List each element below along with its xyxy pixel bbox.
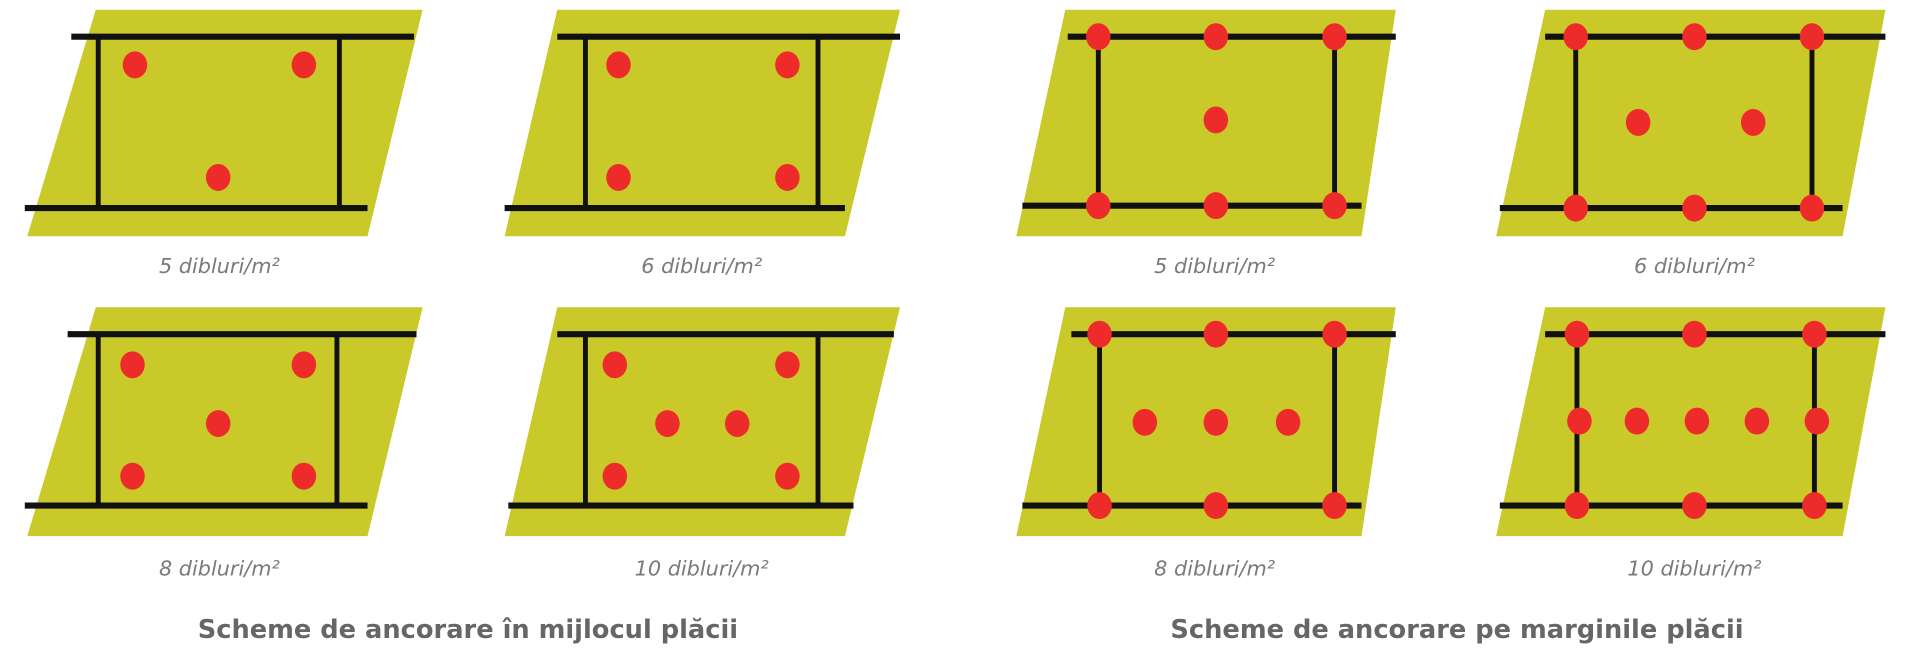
dowel-point (775, 51, 800, 79)
dowel-point (1203, 23, 1229, 51)
dowel-point (1086, 192, 1111, 220)
dowel-point (122, 51, 148, 79)
dowel-point (1682, 320, 1707, 348)
dowel-point (1804, 407, 1830, 435)
dowel-point (291, 51, 317, 79)
dowel-point (205, 164, 231, 191)
anchoring-scheme-5 (1016, 9, 1396, 237)
dowel-point (602, 462, 628, 490)
group-title-edge: Scheme de ancorare pe marginile plăcii (1170, 615, 1743, 645)
dowel-point (775, 462, 800, 490)
dowel-point (1802, 492, 1827, 520)
dowel-point (602, 351, 628, 379)
dowel-point (291, 462, 317, 490)
scheme-label-edge-8: 8 dibluri/m² (1154, 556, 1275, 580)
insulation-board (504, 307, 901, 537)
dowel-point (606, 164, 631, 191)
dowel-point (1682, 23, 1707, 51)
dowel-point (1203, 408, 1229, 436)
dowel-point (1203, 320, 1229, 348)
dowel-point (1802, 320, 1827, 348)
dowel-point (775, 164, 800, 191)
dowel-point (120, 351, 145, 379)
scheme-label-middle-5: 5 dibluri/m² (159, 254, 280, 278)
dowel-point (1203, 106, 1229, 134)
dowel-point (1086, 23, 1111, 51)
anchoring-scheme-3 (24, 307, 423, 537)
dowel-point (1682, 492, 1707, 520)
dowel-point (1799, 23, 1825, 51)
dowel-point (1744, 407, 1770, 435)
group-title-middle: Scheme de ancorare în mijlocul plăcii (198, 615, 738, 645)
dowel-point (1682, 194, 1707, 222)
scheme-label-edge-10: 10 dibluri/m² (1627, 556, 1761, 580)
dowel-point (1087, 320, 1112, 348)
dowel-point (1564, 492, 1590, 520)
dowel-point (1203, 192, 1229, 220)
dowel-point (1322, 492, 1347, 520)
scheme-label-edge-6: 6 dibluri/m² (1634, 254, 1755, 278)
anchoring-scheme-8 (1496, 307, 1886, 537)
anchoring-scheme-2 (504, 9, 901, 237)
scheme-label-middle-6: 6 dibluri/m² (641, 254, 762, 278)
dowel-point (120, 462, 145, 490)
anchoring-scheme-6 (1496, 9, 1886, 237)
dowel-point (1625, 108, 1651, 136)
dowel-point (1563, 194, 1588, 222)
dowel-point (655, 410, 680, 438)
dowel-point (1740, 108, 1766, 136)
anchoring-scheme-7 (1016, 307, 1396, 537)
insulation-board (504, 9, 901, 237)
dowel-point (1684, 407, 1710, 435)
dowel-point (775, 351, 800, 379)
dowel-point (205, 410, 231, 438)
dowel-point (724, 410, 750, 438)
scheme-label-middle-8: 8 dibluri/m² (159, 556, 280, 580)
dowel-point (1564, 320, 1590, 348)
dowel-point (1275, 408, 1301, 436)
dowel-point (1624, 407, 1650, 435)
anchoring-scheme-1 (24, 9, 423, 237)
scheme-label-edge-5: 5 dibluri/m² (1154, 254, 1275, 278)
dowel-point (1563, 23, 1588, 51)
dowel-point (1087, 492, 1112, 520)
dowel-point (606, 51, 631, 79)
dowel-point (1203, 492, 1229, 520)
anchoring-scheme-4 (504, 307, 901, 537)
dowel-point (1132, 408, 1158, 436)
dowel-point (1567, 407, 1592, 435)
dowel-point (291, 351, 317, 379)
dowel-point (1322, 192, 1347, 220)
insulation-board (1496, 9, 1886, 237)
dowel-point (1322, 23, 1347, 51)
insulation-board (27, 9, 423, 237)
scheme-label-middle-10: 10 dibluri/m² (635, 556, 769, 580)
dowel-point (1322, 320, 1347, 348)
dowel-point (1799, 194, 1825, 222)
